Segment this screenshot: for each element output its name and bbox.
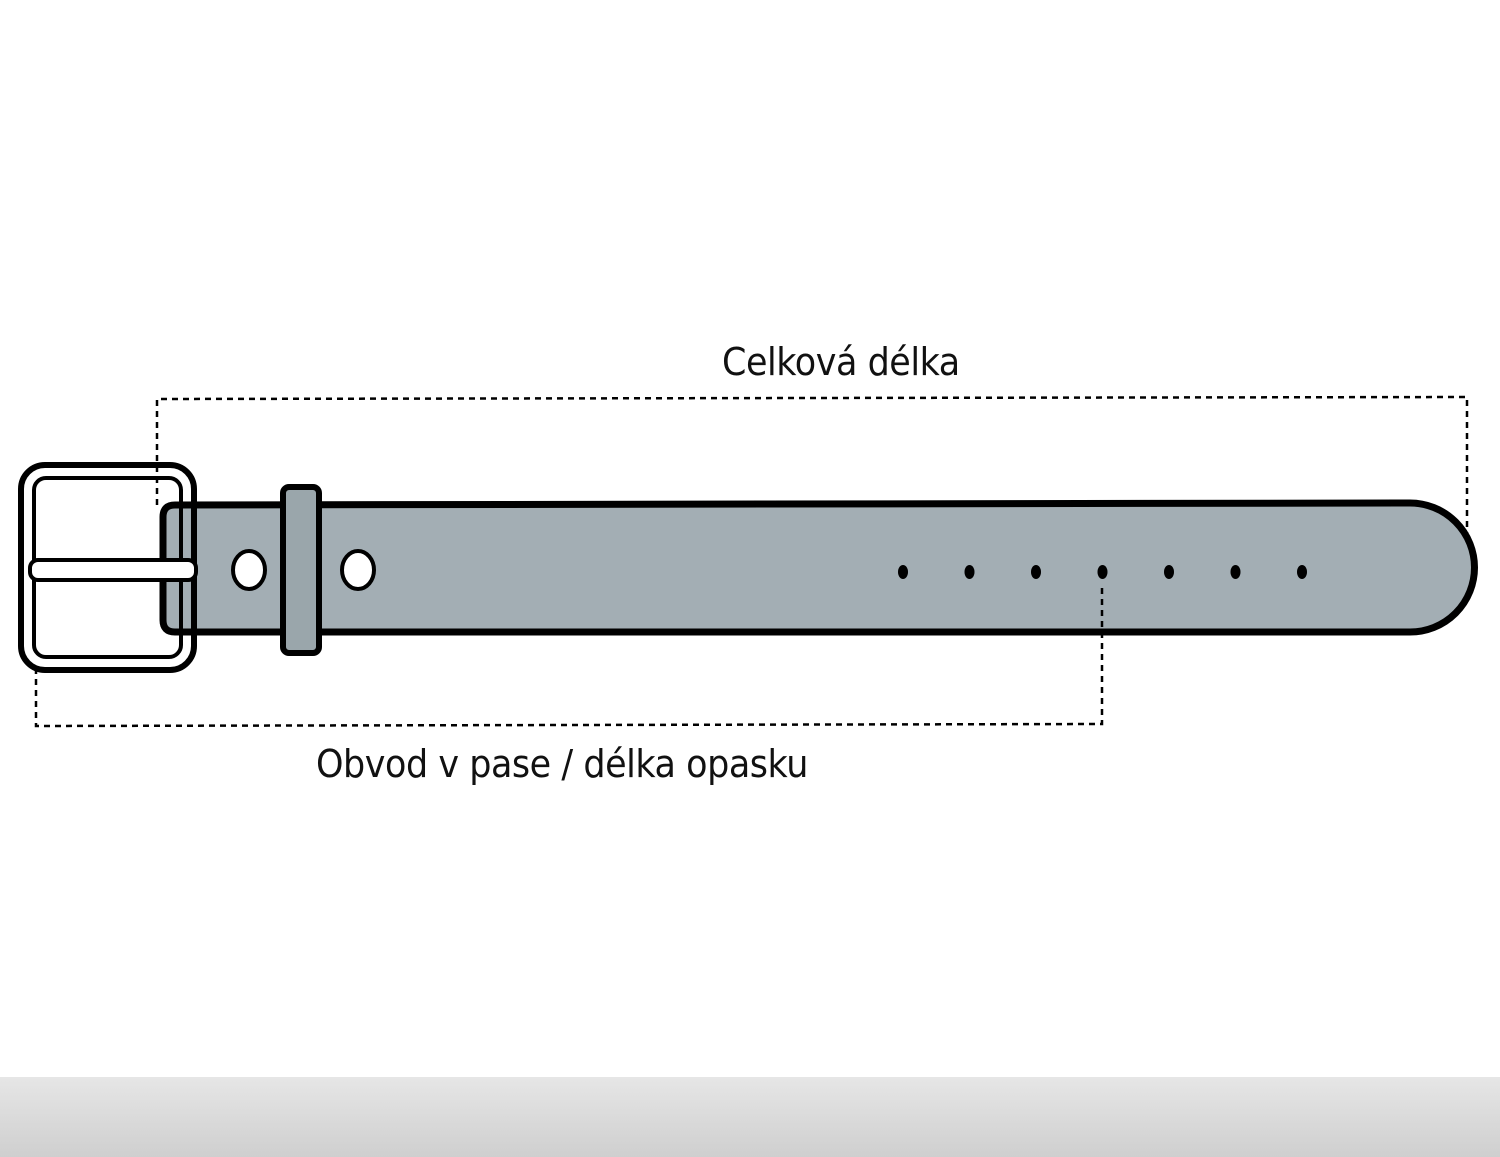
adjustment-holes — [898, 565, 1307, 579]
waist-length-label: Obvod v pase / délka opasku — [316, 742, 808, 786]
buckle-holes — [231, 549, 376, 591]
waist-length-bracket — [34, 585, 1104, 728]
total-length-label: Celková délka — [722, 340, 960, 384]
buckle-prong — [28, 558, 198, 582]
adjustment-hole — [1230, 565, 1241, 579]
adjustment-hole — [1164, 565, 1174, 579]
belt-keeper — [280, 484, 322, 656]
total-length-bracket — [155, 395, 1469, 540]
adjustment-hole — [1031, 565, 1041, 579]
adjustment-hole — [898, 565, 908, 579]
adjustment-hole — [1297, 565, 1307, 579]
adjustment-hole — [964, 565, 975, 579]
buckle-hole — [231, 549, 267, 591]
footer-bar — [0, 1077, 1500, 1157]
adjustment-hole — [1097, 565, 1108, 579]
belt-strap — [159, 499, 1478, 636]
buckle-hole — [340, 549, 376, 591]
